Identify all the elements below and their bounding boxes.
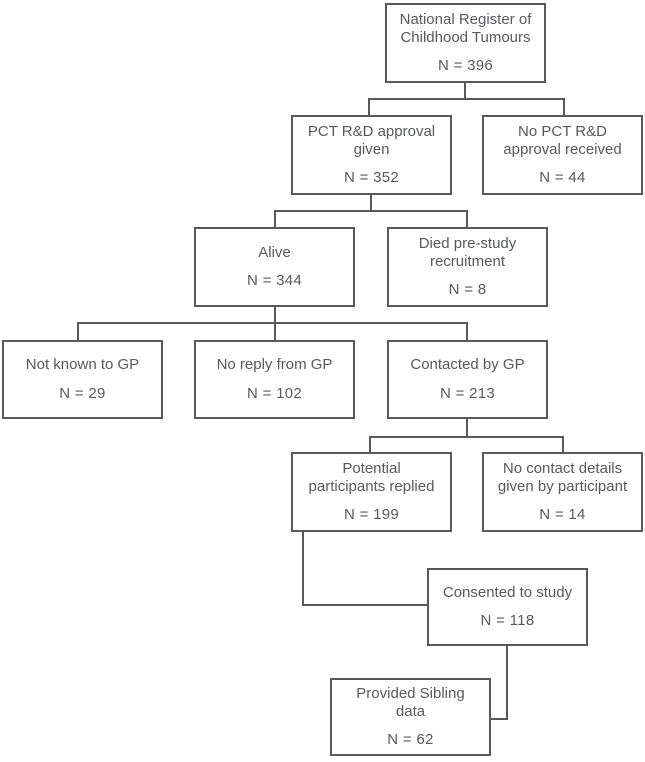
node-national-register: National Register of Childhood Tumours N …	[385, 3, 546, 83]
node-count: N = 29	[59, 384, 106, 402]
node-no-pct-approval: No PCT R&D approval received N = 44	[482, 115, 643, 195]
node-count: N = 118	[480, 612, 535, 629]
connector-consented-to-sibling	[490, 645, 508, 720]
node-consented-to-study: Consented to study N = 118	[427, 568, 588, 646]
node-count: N = 199	[343, 506, 400, 524]
node-label: Consented to study	[442, 583, 573, 601]
node-count: N = 213	[439, 384, 496, 402]
node-label: Not known to GP	[25, 356, 140, 374]
node-provided-sibling-data: Provided Sibling data N = 62	[330, 678, 491, 756]
node-count: N = 344	[246, 272, 303, 289]
node-label: No reply from GP	[216, 356, 333, 374]
node-label: No PCT R&D approval received	[503, 122, 622, 158]
connector-contacted-to-split	[369, 418, 564, 453]
node-label: No contact details given by participant	[497, 459, 628, 495]
node-count: N = 352	[343, 169, 400, 187]
connector-replied-to-consented	[302, 531, 428, 606]
node-label: Alive	[258, 243, 291, 261]
node-alive: Alive N = 344	[194, 227, 355, 307]
connector-register-to-split	[368, 82, 565, 116]
node-label: PCT R&D approval given	[307, 122, 436, 158]
node-count: N = 396	[437, 57, 494, 75]
node-count: N = 44	[539, 169, 586, 187]
node-no-reply-from-gp: No reply from GP N = 102	[194, 340, 355, 419]
node-label: Contacted by GP	[410, 356, 525, 374]
node-label: National Register of Childhood Tumours	[399, 10, 532, 46]
node-count: N = 62	[387, 731, 434, 749]
node-pct-approval-given: PCT R&D approval given N = 352	[291, 115, 452, 195]
connector-approval-to-split	[274, 194, 468, 228]
node-count: N = 8	[448, 281, 487, 299]
node-potential-participants-replied: Potential participants replied N = 199	[291, 452, 452, 532]
node-died-pre-study: Died pre-study recruitment N = 8	[387, 227, 548, 307]
node-contacted-by-gp: Contacted by GP N = 213	[387, 340, 548, 419]
node-label: Provided Sibling data	[356, 684, 465, 720]
node-count: N = 14	[539, 506, 586, 524]
node-count: N = 102	[246, 384, 303, 402]
node-label: Potential participants replied	[308, 459, 435, 495]
node-not-known-to-gp: Not known to GP N = 29	[2, 340, 163, 419]
node-label: Died pre-study recruitment	[418, 234, 517, 270]
connector-alive-to-gp-split	[77, 306, 468, 341]
